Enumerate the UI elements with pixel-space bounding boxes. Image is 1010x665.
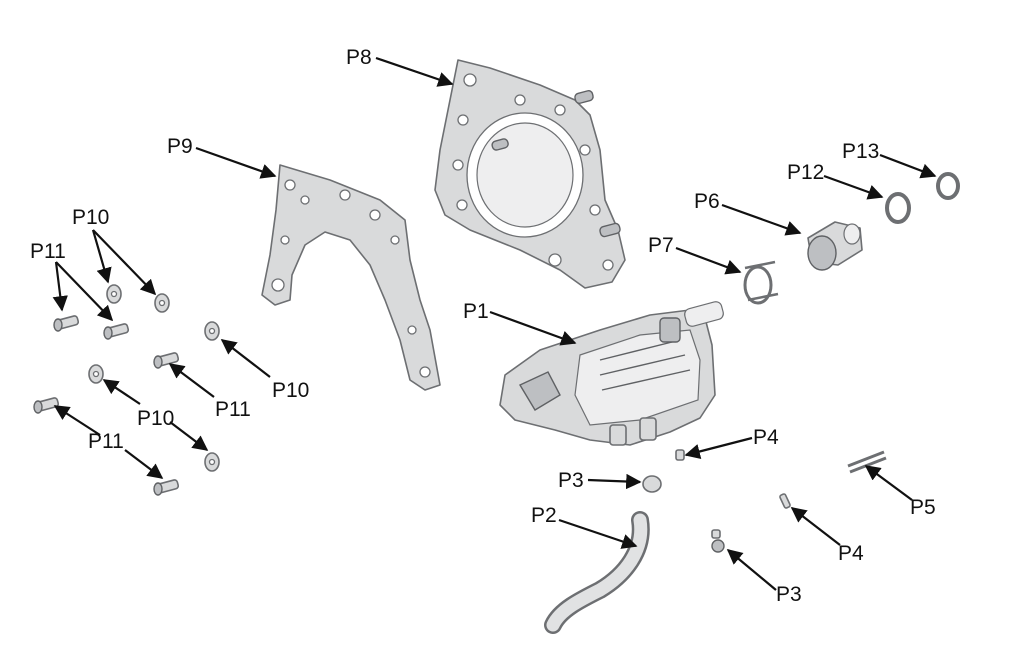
label-p2: P2 <box>531 504 557 527</box>
leader-arrows <box>52 56 937 591</box>
label-p11-top: P11 <box>30 240 66 263</box>
label-p12: P12 <box>787 161 824 184</box>
label-p5: P5 <box>910 496 936 519</box>
part-p13-ring <box>936 172 960 200</box>
label-p7: P7 <box>648 234 674 257</box>
label-p6: P6 <box>694 190 720 213</box>
part-p3-plug-lower <box>711 529 725 553</box>
part-p6-fitting <box>807 221 863 271</box>
label-p3-lower: P3 <box>776 583 802 606</box>
label-p10-middle: P10 <box>272 379 309 402</box>
label-p3-upper: P3 <box>558 469 584 492</box>
part-p1-pump-housing <box>499 301 724 446</box>
part-p7-clip <box>743 260 779 305</box>
label-p13: P13 <box>842 140 879 163</box>
label-p11-bottom: P11 <box>88 430 124 453</box>
part-p10-washer <box>88 284 220 472</box>
part-p5-rod <box>847 450 887 474</box>
part-p4-pin-upper <box>675 449 685 461</box>
label-p4-upper: P4 <box>753 426 779 449</box>
label-p8: P8 <box>346 46 372 69</box>
label-p4-lower: P4 <box>838 542 864 565</box>
part-p4-pin-lower <box>779 493 791 509</box>
part-p3-plug-upper <box>642 475 662 493</box>
label-p10-bottom: P10 <box>137 407 174 430</box>
part-p8-mounting-plate <box>434 59 626 289</box>
label-p10-top: P10 <box>72 206 109 229</box>
label-p1: P1 <box>463 300 489 323</box>
label-p11-middle: P11 <box>215 398 251 421</box>
part-p9-gasket <box>261 164 441 391</box>
part-p12-ring <box>885 192 911 224</box>
label-p9: P9 <box>167 135 193 158</box>
part-p2-pipe <box>544 511 650 634</box>
part-p11-bolt <box>33 315 180 496</box>
